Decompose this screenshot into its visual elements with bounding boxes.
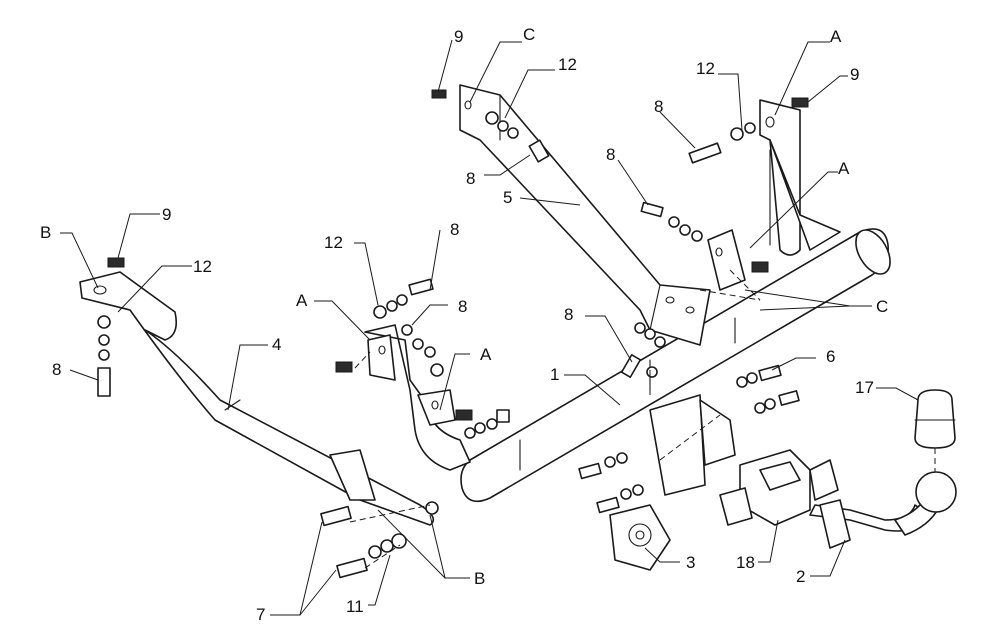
callout-B-bottom: B xyxy=(474,569,485,588)
callout-12-center: 12 xyxy=(324,233,343,252)
callout-8-left-top: 8 xyxy=(466,169,475,188)
callout-4: 4 xyxy=(272,335,281,354)
left-arm xyxy=(79,271,435,526)
leader-lines xyxy=(60,39,919,616)
callout-B-left: B xyxy=(40,223,51,242)
callout-8-center-top: 8 xyxy=(450,220,459,239)
tow-ball-neck xyxy=(809,389,957,549)
socket-plate-bracket xyxy=(609,394,736,571)
callout-C-right: C xyxy=(876,297,888,316)
callout-8-mid-top: 8 xyxy=(606,145,615,164)
callout-8-center-right: 8 xyxy=(564,305,573,324)
callout-5: 5 xyxy=(503,188,512,207)
callout-2: 2 xyxy=(796,567,805,586)
electrical-socket xyxy=(719,449,839,526)
callout-9-top: 9 xyxy=(454,27,463,46)
callout-A-center: A xyxy=(296,291,308,310)
left-vertical-bracket xyxy=(364,324,471,471)
diagonal-strut xyxy=(459,84,711,346)
callout-8-right-top: 8 xyxy=(654,97,663,116)
callout-8-left: 8 xyxy=(52,360,61,379)
callout-A-right: A xyxy=(838,159,850,178)
callout-17: 17 xyxy=(855,378,874,397)
callout-11: 11 xyxy=(346,597,364,616)
callout-8-center: 8 xyxy=(458,297,467,316)
callout-6: 6 xyxy=(826,347,835,366)
fasteners xyxy=(97,89,809,579)
main-cross-beam xyxy=(460,228,891,503)
callout-12-right: 12 xyxy=(696,59,715,78)
callout-12-top: 12 xyxy=(558,55,577,74)
callout-A-top: A xyxy=(830,27,842,46)
callout-A-center2: A xyxy=(480,345,492,364)
callout-9-right: 9 xyxy=(850,65,859,84)
callout-labels: 9 C 12 A 12 9 8 8 8 5 A C B 9 12 8 4 12 … xyxy=(40,25,888,624)
right-mid-bracket xyxy=(707,229,761,301)
assembly-guides xyxy=(354,289,761,461)
callout-C-top: C xyxy=(523,25,535,44)
callout-3: 3 xyxy=(686,553,695,572)
callout-7: 7 xyxy=(256,605,265,624)
callout-1: 1 xyxy=(550,365,559,384)
right-side-bracket xyxy=(759,99,841,256)
callout-12-left: 12 xyxy=(193,257,212,276)
callout-18: 18 xyxy=(736,553,755,572)
callout-9-left: 9 xyxy=(162,205,171,224)
